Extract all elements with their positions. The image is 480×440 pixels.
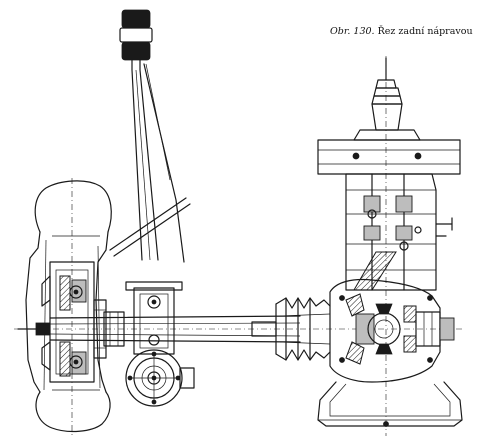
shock-absorber-strut: [109, 9, 191, 355]
axle-shaft-tube: [14, 311, 464, 347]
differential-housing: [329, 278, 455, 383]
figure-caption: Obr. 130. Řez zadní nápravou: [330, 26, 478, 37]
figure-caption-title: Řez zadní nápravou: [377, 26, 473, 37]
lower-pivot-eye: [125, 349, 195, 407]
universal-joint-bellows: [251, 297, 331, 361]
wheel-hub-brake: [17, 261, 107, 383]
lower-housing-sump: [317, 381, 463, 427]
figure-caption-label: Obr. 130.: [330, 26, 375, 37]
gearbox-housing: [317, 56, 461, 436]
